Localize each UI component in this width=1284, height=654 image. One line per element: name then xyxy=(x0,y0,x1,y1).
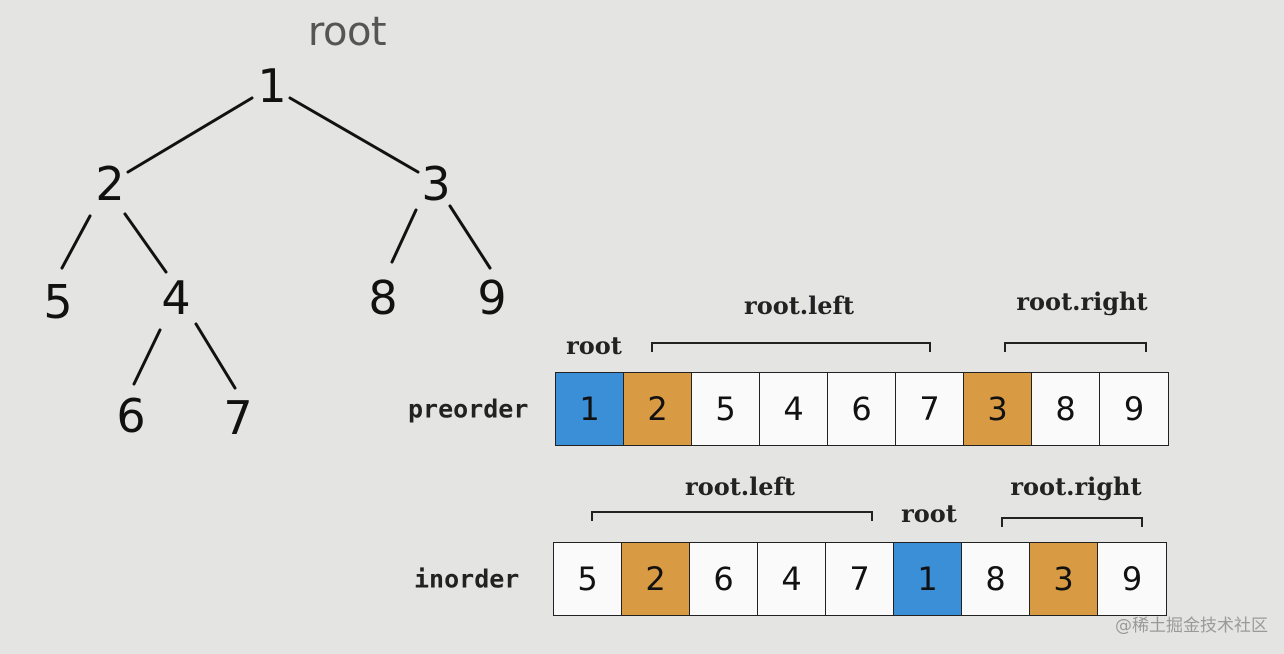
watermark: @稀土掘金技术社区 xyxy=(1115,616,1268,636)
inorder-cell: 7 xyxy=(826,543,894,615)
inorder-cell: 2 xyxy=(622,543,690,615)
tree-node-4: 4 xyxy=(161,271,191,325)
inorder-array: 5 2 6 4 7 1 8 3 9 xyxy=(553,542,1167,616)
preorder-label: preorder xyxy=(408,394,529,424)
preorder-right-bracket xyxy=(1004,342,1147,352)
preorder-cell: 4 xyxy=(760,373,828,445)
edge-2-5 xyxy=(60,214,92,270)
tree-node-1: 1 xyxy=(257,59,287,113)
inorder-cell: 8 xyxy=(962,543,1030,615)
inorder-cell: 5 xyxy=(554,543,622,615)
tree-node-5: 5 xyxy=(43,275,73,329)
preorder-cell: 9 xyxy=(1100,373,1168,445)
preorder-cell: 3 xyxy=(964,373,1032,445)
edge-1-3 xyxy=(288,96,420,174)
inorder-right-bracket xyxy=(1001,517,1143,527)
preorder-left-bracket xyxy=(651,342,931,352)
preorder-root-label: root xyxy=(566,331,622,360)
inorder-cell: 1 xyxy=(894,543,962,615)
preorder-cell: 5 xyxy=(692,373,760,445)
tree-node-2: 2 xyxy=(95,157,125,211)
preorder-array: 1 2 5 4 6 7 3 8 9 xyxy=(555,372,1169,446)
preorder-cell: 1 xyxy=(556,373,624,445)
inorder-cell: 4 xyxy=(758,543,826,615)
inorder-label: inorder xyxy=(414,564,520,594)
inorder-right-label: root.right xyxy=(1010,472,1142,501)
inorder-left-bracket xyxy=(591,511,873,521)
preorder-right-label: root.right xyxy=(1016,287,1148,316)
edge-1-2 xyxy=(126,96,254,174)
preorder-cell: 7 xyxy=(896,373,964,445)
inorder-left-label: root.left xyxy=(685,472,795,501)
inorder-cell: 3 xyxy=(1030,543,1098,615)
preorder-cell: 2 xyxy=(624,373,692,445)
tree-node-3: 3 xyxy=(421,157,451,211)
tree-root-title: root xyxy=(307,9,387,55)
inorder-cell: 6 xyxy=(690,543,758,615)
preorder-cell: 6 xyxy=(828,373,896,445)
edge-3-9 xyxy=(448,204,492,270)
preorder-left-label: root.left xyxy=(744,291,854,320)
edge-4-7 xyxy=(194,322,237,390)
preorder-cell: 8 xyxy=(1032,373,1100,445)
edge-4-6 xyxy=(132,328,162,386)
tree-node-6: 6 xyxy=(116,389,146,443)
inorder-cell: 9 xyxy=(1098,543,1166,615)
tree-node-7: 7 xyxy=(223,391,253,445)
tree-node-9: 9 xyxy=(477,271,507,325)
inorder-root-label: root xyxy=(901,499,957,528)
tree-node-8: 8 xyxy=(368,271,398,325)
edge-2-4 xyxy=(123,212,168,274)
edge-3-8 xyxy=(390,208,418,264)
